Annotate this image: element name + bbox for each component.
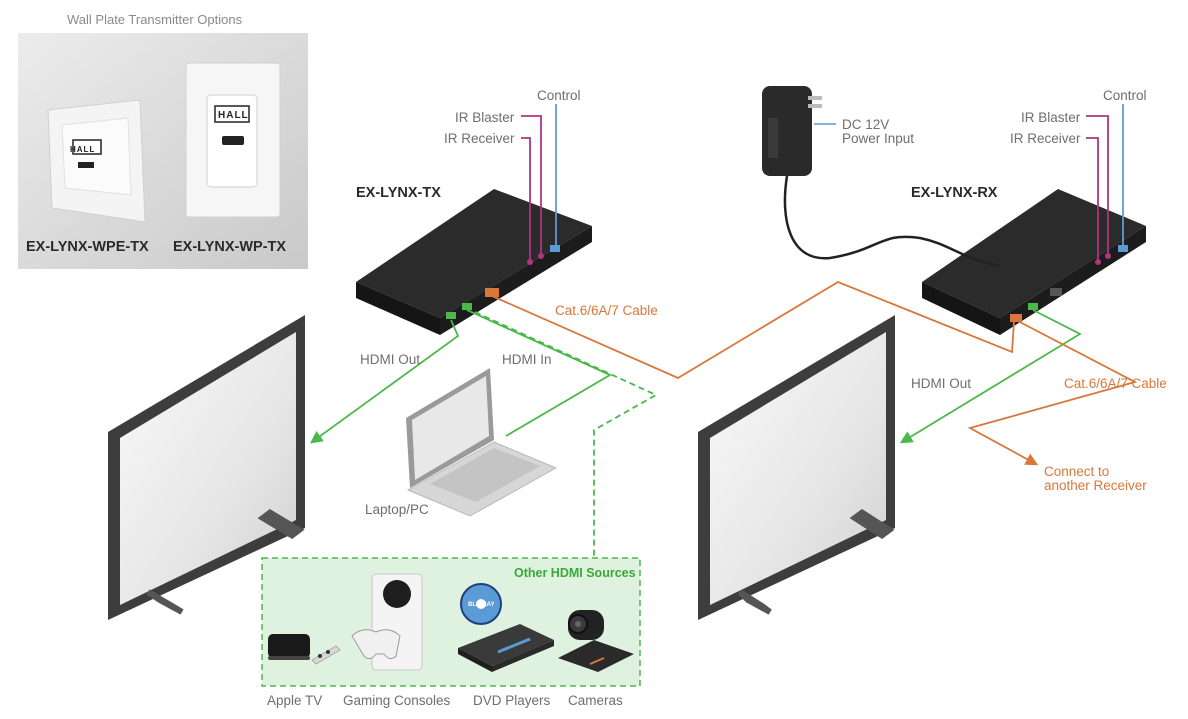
laptop-label: Laptop/PC	[365, 502, 429, 517]
cat-cables	[491, 280, 1138, 466]
rx-hdmi-out-label: HDMI Out	[911, 376, 972, 391]
gaming-console-icon	[351, 573, 423, 671]
blu-ray-player-icon	[458, 583, 554, 672]
left-monitor	[108, 315, 305, 620]
rx-ir-blaster-label: IR Blaster	[1021, 110, 1081, 125]
right-monitor	[698, 315, 895, 620]
wpe-logo: HALL	[70, 145, 96, 154]
connect-receiver-line2: another Receiver	[1044, 478, 1147, 493]
tx-ir-blaster-label: IR Blaster	[455, 110, 515, 125]
power-adapter	[762, 86, 1001, 268]
source-label-dvd-players: DVD Players	[473, 693, 551, 708]
rx-cable-label: Cat.6/6A/7 Cable	[1064, 376, 1167, 391]
power-label-line2: Power Input	[842, 131, 915, 146]
rx-callouts	[1086, 104, 1124, 262]
rx-device	[922, 189, 1146, 335]
rx-control-label: Control	[1103, 88, 1147, 103]
source-label-apple-tv: Apple TV	[267, 693, 323, 708]
apple-tv-icon	[268, 634, 341, 665]
source-label-cameras: Cameras	[568, 693, 623, 708]
wpe-plate-image	[47, 99, 146, 223]
other-sources-box	[261, 557, 641, 687]
rx-ir-receiver-label: IR Receiver	[1010, 131, 1081, 146]
tx-device	[356, 189, 592, 335]
other-sources-title: Other HDMI Sources	[514, 566, 636, 580]
rx-device-name: EX-LYNX-RX	[911, 185, 998, 201]
wall-plate-title: Wall Plate Transmitter Options	[67, 12, 243, 27]
tx-cable-label: Cat.6/6A/7 Cable	[555, 303, 658, 318]
tx-hdmi-out-label: HDMI Out	[360, 352, 421, 367]
tx-device-name: EX-LYNX-TX	[356, 185, 441, 201]
tx-control-label: Control	[537, 88, 581, 103]
ptz-camera-icon	[558, 610, 634, 672]
tx-ir-receiver-label: IR Receiver	[444, 131, 515, 146]
blu-ray-disc-text: BLU-RAY	[468, 602, 495, 608]
wpe-plate-name: EX-LYNX-WPE-TX	[26, 239, 149, 255]
hdmi-cables	[309, 309, 1082, 558]
power-label-line1: DC 12V	[842, 117, 890, 132]
tx-callouts	[521, 104, 557, 262]
connect-receiver-line1: Connect to	[1044, 464, 1110, 479]
tx-hdmi-in-label: HDMI In	[502, 352, 552, 367]
wp-plate-name: EX-LYNX-WP-TX	[173, 239, 287, 255]
wp-logo: HALL	[218, 110, 249, 121]
source-label-gaming-consoles: Gaming Consoles	[343, 693, 451, 708]
wall-plate-panel	[18, 33, 308, 269]
wp-plate-image	[185, 62, 281, 218]
laptop	[406, 368, 558, 517]
